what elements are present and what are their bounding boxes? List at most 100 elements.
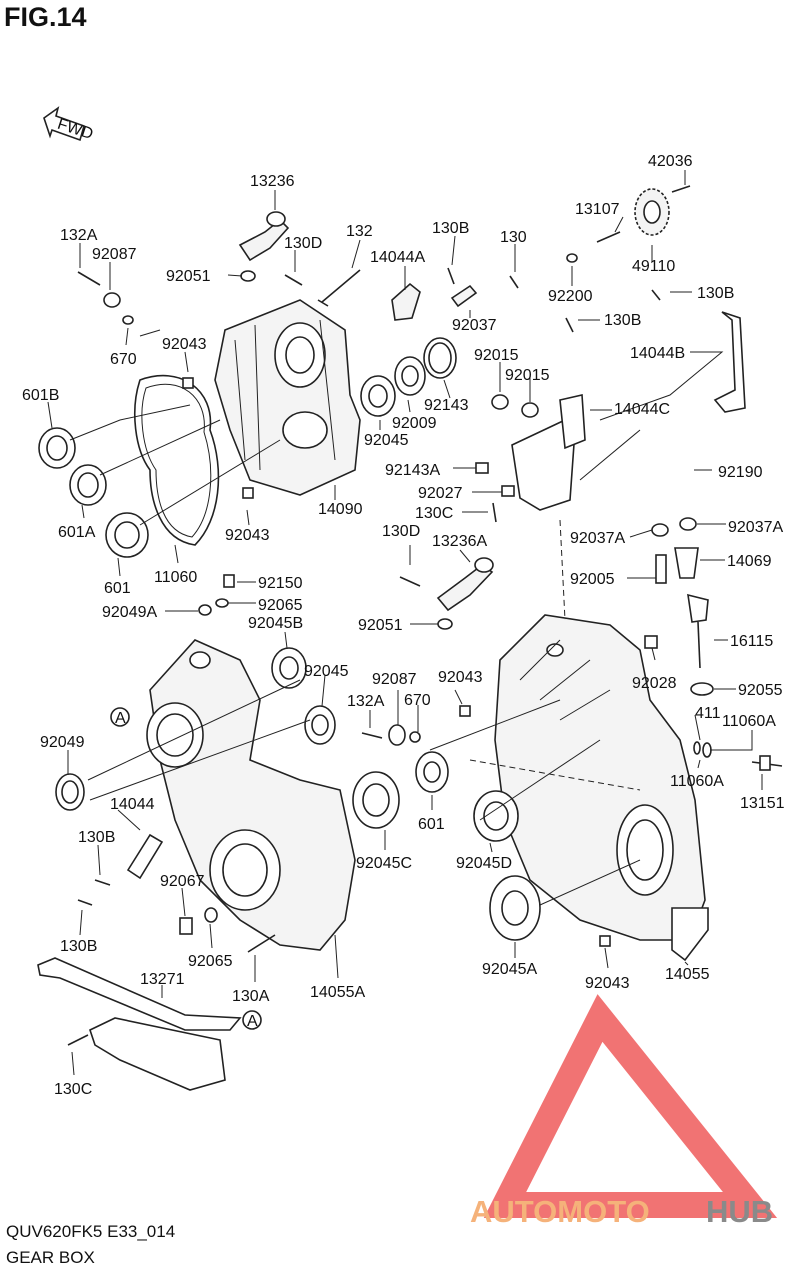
seal-92049 (55, 773, 85, 811)
washer-92200 (566, 253, 578, 263)
label-130d: 130D (284, 235, 322, 252)
bracket-14044c (511, 394, 586, 511)
label-92015-b: 92015 (505, 367, 550, 384)
label-92150: 92150 (258, 575, 303, 592)
bolt-13151 (751, 755, 783, 771)
bolt-132a-mid (361, 732, 383, 739)
label-92049a: 92049A (102, 604, 157, 621)
left-case-14055a (146, 639, 356, 951)
nut-92015-b (521, 402, 539, 418)
collar-92027 (501, 485, 515, 497)
plug-92087-mid (388, 724, 406, 746)
fitting-92005 (655, 554, 667, 584)
bearing-601-top (105, 512, 149, 558)
label-92043-mid: 92043 (225, 527, 270, 544)
bolt-130d-mid (399, 576, 421, 587)
dowel-92043-a (182, 377, 194, 389)
label-92067: 92067 (160, 873, 205, 890)
figure-title: FIG.14 (4, 2, 87, 32)
bolt-132 (317, 269, 361, 307)
bracket-14044 (126, 833, 164, 880)
bolt-130a (247, 934, 276, 953)
label-92045b: 92045B (248, 615, 303, 632)
breather-14069 (674, 547, 699, 579)
label-92043-bottom: 92043 (585, 975, 630, 992)
label-14090: 14090 (318, 501, 363, 518)
label-92045-left: 92045 (304, 663, 349, 680)
bearing-92045-left (304, 705, 336, 745)
dowel-92043-b (242, 487, 254, 499)
bolt-130 (509, 275, 519, 289)
washer-11060a-a (693, 741, 701, 755)
clamp-92037a-a (651, 523, 669, 537)
label-92065-top: 92065 (258, 597, 303, 614)
label-92190: 92190 (718, 464, 763, 481)
label-670-mid: 670 (404, 692, 431, 709)
pin-42036 (671, 185, 691, 193)
oring-670 (122, 315, 134, 325)
label-92043-top: 92043 (162, 336, 207, 353)
label-92037a-right: 92037A (728, 519, 783, 536)
label-130c-mid: 130C (415, 505, 453, 522)
watermark-logo (483, 994, 778, 1218)
label-411: 411 (695, 705, 721, 722)
label-130b-top: 130B (432, 220, 469, 237)
label-13151: 13151 (740, 795, 785, 812)
washer-92065-top (215, 598, 229, 608)
nut-92015-a (491, 394, 509, 410)
right-case-14055 (494, 614, 706, 941)
footer-name: GEAR BOX (6, 1248, 95, 1267)
label-130b-right: 130B (697, 285, 734, 302)
label-92065-low: 92065 (188, 953, 233, 970)
label-16115: 16115 (730, 633, 773, 650)
watermark-text-b: HUB (706, 1194, 773, 1229)
ref-marker-a-left: A (110, 707, 130, 727)
label-670-top: 670 (110, 351, 137, 368)
label-92045a: 92045A (482, 961, 537, 978)
plug-92067 (179, 917, 193, 935)
bolt-130b-lower-b (77, 899, 93, 906)
collar-92143a (475, 462, 489, 474)
label-14044c: 14044C (614, 401, 670, 418)
bolt-130b-upper (447, 267, 455, 285)
ref-marker-a-left-text: A (115, 710, 126, 727)
label-130b-mid: 130B (604, 312, 641, 329)
label-92037a-left: 92037A (570, 530, 625, 547)
label-92200: 92200 (548, 288, 593, 305)
pipe-14055 (671, 907, 709, 962)
seal-92009 (394, 356, 426, 396)
label-132a-mid: 132A (347, 693, 385, 710)
label-92009: 92009 (392, 415, 437, 432)
label-14044a: 14044A (370, 249, 425, 266)
label-92045d: 92045D (456, 855, 512, 872)
sleeve-92143 (423, 337, 457, 379)
washer-92049a (198, 604, 212, 616)
oring-670-mid (409, 731, 421, 743)
label-13107: 13107 (575, 201, 620, 218)
shaft-13107 (596, 231, 621, 243)
bolt-132a (77, 271, 101, 286)
watermark-text-a: AUTOMOTO (470, 1194, 650, 1229)
bearing-92045a (489, 875, 541, 941)
label-42036: 42036 (648, 153, 693, 170)
label-601-top: 601 (104, 580, 131, 597)
washer-11060a-b (702, 742, 712, 758)
part-labels: 13236 42036 13107 132A 92087 130D 132 13… (22, 153, 785, 1098)
cover-13271 (37, 957, 242, 1091)
label-130b-bottom: 130B (60, 938, 97, 955)
label-92045-top: 92045 (364, 432, 409, 449)
label-14044b: 14044B (630, 345, 685, 362)
bearing-92045c (352, 771, 400, 829)
label-92055: 92055 (738, 682, 783, 699)
washer-92051-mid (437, 618, 453, 630)
bolt-130b-mid (565, 317, 574, 333)
plug-92087 (103, 292, 121, 308)
label-92051-mid: 92051 (358, 617, 403, 634)
hose-92190 (656, 426, 694, 535)
shift-lever-13236 (238, 211, 290, 262)
oring-92055 (690, 682, 714, 696)
pin-92037 (450, 284, 478, 308)
bolt-130d (284, 274, 303, 286)
gear-49110 (634, 188, 670, 236)
